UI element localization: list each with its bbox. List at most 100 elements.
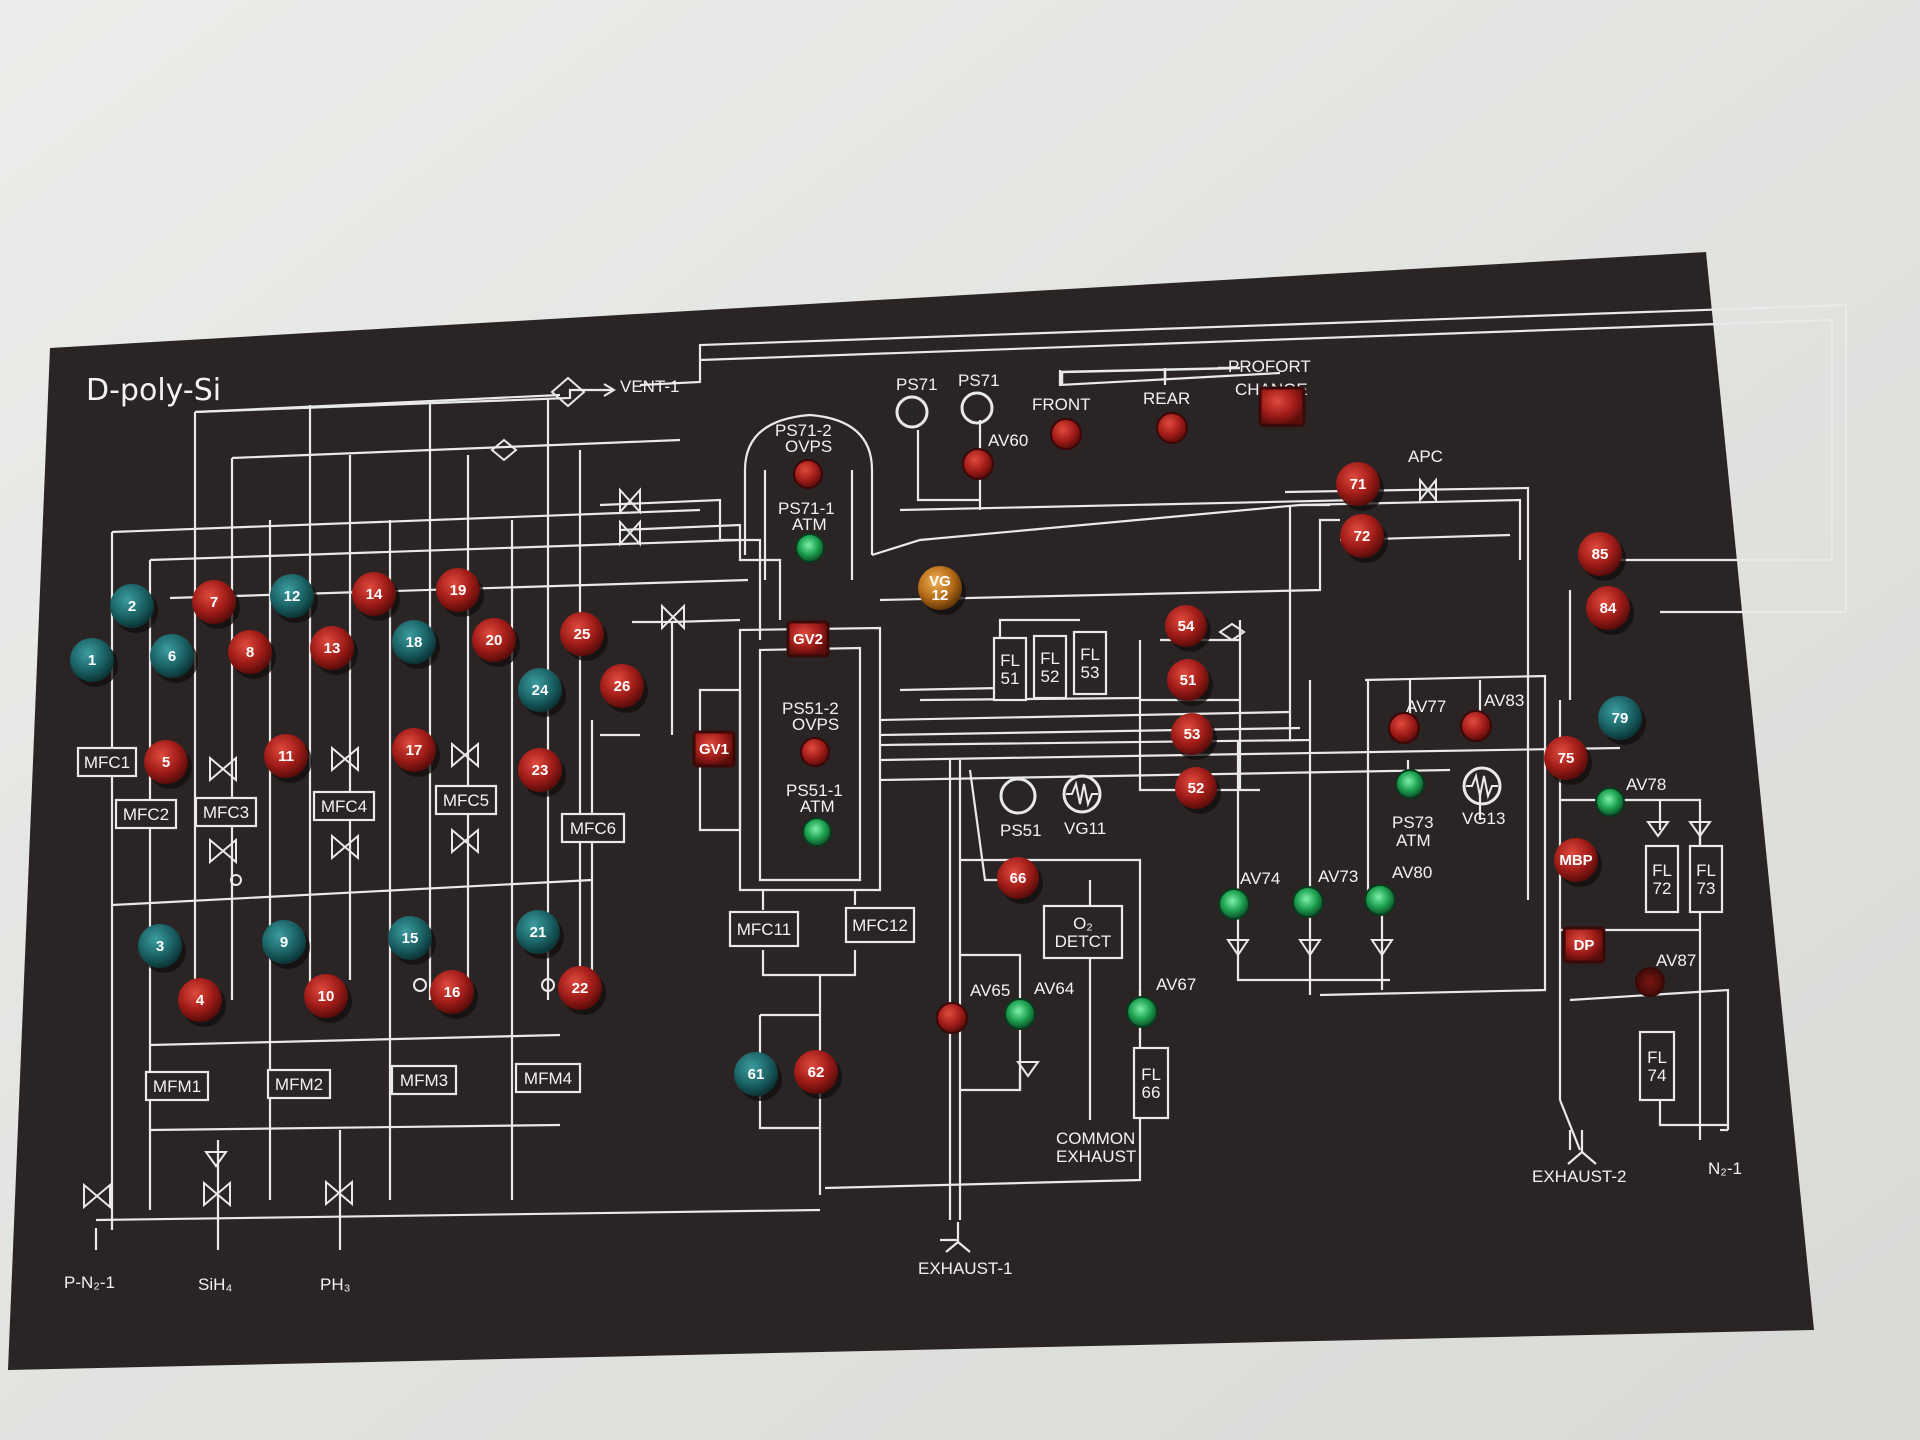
indicator-body[interactable]: [734, 1052, 778, 1096]
indicator-85[interactable]: 85: [1578, 532, 1626, 581]
lamp-av78[interactable]: [1595, 787, 1625, 817]
indicator-body[interactable]: [110, 584, 154, 628]
indicator-body[interactable]: [70, 638, 114, 682]
indicator-79[interactable]: 79: [1598, 696, 1646, 745]
lamp-av87[interactable]: [1635, 967, 1665, 997]
indicator-body[interactable]: [518, 668, 562, 712]
indicator-22[interactable]: 22: [558, 966, 606, 1015]
indicator-body[interactable]: [1598, 696, 1642, 740]
lamp-av74[interactable]: [1218, 888, 1250, 920]
indicator-body[interactable]: [516, 910, 560, 954]
indicator-body[interactable]: [472, 618, 516, 662]
indicator-body[interactable]: [430, 970, 474, 1014]
indicator-body[interactable]: [518, 748, 562, 792]
indicator-11[interactable]: 11: [264, 734, 312, 783]
indicator-71[interactable]: 71: [1336, 462, 1384, 511]
indicator-20[interactable]: 20: [472, 618, 520, 667]
indicator-12[interactable]: 12: [270, 574, 318, 623]
indicator-body[interactable]: [392, 620, 436, 664]
lamp-av73[interactable]: [1292, 886, 1324, 918]
indicator-body[interactable]: [1167, 659, 1209, 701]
indicator-body[interactable]: [918, 566, 962, 610]
indicator-profort[interactable]: [1258, 386, 1306, 427]
indicator-body[interactable]: [1562, 926, 1606, 964]
indicator-body[interactable]: [1258, 386, 1306, 427]
indicator-18[interactable]: 18: [392, 620, 440, 669]
indicator-body[interactable]: [1336, 462, 1380, 506]
lamp-av77[interactable]: [1388, 712, 1420, 744]
indicator-19[interactable]: 19: [436, 568, 484, 617]
indicator-body[interactable]: [1171, 713, 1213, 755]
lamp-ps51-2-ovps[interactable]: [800, 737, 830, 767]
indicator-body[interactable]: [1165, 605, 1207, 647]
indicator-72[interactable]: 72: [1340, 514, 1388, 563]
lamp-ps71-1-atm[interactable]: [795, 533, 825, 563]
indicator-body[interactable]: [192, 580, 236, 624]
indicator-body[interactable]: [794, 1050, 838, 1094]
indicator-14[interactable]: 14: [352, 572, 400, 621]
indicator-body[interactable]: [150, 634, 194, 678]
indicator-2[interactable]: 2: [110, 584, 158, 633]
indicator-body[interactable]: [1578, 532, 1622, 576]
indicator-54[interactable]: 54: [1165, 605, 1211, 652]
indicator-body[interactable]: [436, 568, 480, 612]
indicator-body[interactable]: [304, 974, 348, 1018]
indicator-24[interactable]: 24: [518, 668, 566, 717]
indicator-body[interactable]: [600, 664, 644, 708]
indicator-body[interactable]: [1554, 838, 1598, 882]
indicator-7[interactable]: 7: [192, 580, 240, 629]
indicator-13[interactable]: 13: [310, 626, 358, 675]
indicator-body[interactable]: [1544, 736, 1588, 780]
indicator-61[interactable]: 61: [734, 1052, 782, 1101]
indicator-15[interactable]: 15: [388, 916, 436, 965]
indicator-body[interactable]: [388, 916, 432, 960]
indicator-body[interactable]: [262, 920, 306, 964]
indicator-53[interactable]: 53: [1171, 713, 1217, 760]
lamp-av64[interactable]: [1004, 998, 1036, 1030]
indicator-body[interactable]: [692, 730, 736, 768]
indicator-body[interactable]: [270, 574, 314, 618]
indicator-25[interactable]: 25: [560, 612, 608, 661]
indicator-3[interactable]: 3: [138, 924, 186, 973]
indicator-23[interactable]: 23: [518, 748, 566, 797]
indicator-body[interactable]: [1586, 586, 1630, 630]
indicator-17[interactable]: 17: [392, 728, 440, 777]
lamp-ps71-2-ovps[interactable]: [793, 459, 823, 489]
indicator-body[interactable]: [997, 857, 1039, 899]
indicator-body[interactable]: [144, 740, 188, 784]
indicator-body[interactable]: [392, 728, 436, 772]
indicator-75[interactable]: 75: [1544, 736, 1592, 785]
indicator-body[interactable]: [310, 626, 354, 670]
indicator-52[interactable]: 52: [1175, 767, 1221, 814]
indicator-6[interactable]: 6: [150, 634, 198, 683]
lamp-av80[interactable]: [1364, 884, 1396, 916]
indicator-84[interactable]: 84: [1586, 586, 1634, 635]
indicator-body[interactable]: [264, 734, 308, 778]
indicator-mbp[interactable]: MBP: [1554, 838, 1602, 887]
indicator-dp[interactable]: DP: [1562, 926, 1606, 964]
lamp-ps51-1-atm[interactable]: [802, 817, 832, 847]
indicator-26[interactable]: 26: [600, 664, 648, 713]
indicator-body[interactable]: [558, 966, 602, 1010]
indicator-body[interactable]: [1340, 514, 1384, 558]
indicator-body[interactable]: [178, 978, 222, 1022]
indicator-body[interactable]: [138, 924, 182, 968]
indicator-62[interactable]: 62: [794, 1050, 842, 1099]
indicator-51[interactable]: 51: [1167, 659, 1213, 706]
indicator-gv2[interactable]: GV2: [786, 620, 830, 658]
lamp-av65[interactable]: [936, 1002, 968, 1034]
indicator-1[interactable]: 1: [70, 638, 118, 687]
lamp-av60[interactable]: [962, 448, 994, 480]
indicator-body[interactable]: [786, 620, 830, 658]
lamp-front[interactable]: [1050, 418, 1082, 450]
indicator-5[interactable]: 5: [144, 740, 192, 789]
lamp-ps73-atm[interactable]: [1395, 769, 1425, 799]
lamp-av67[interactable]: [1126, 996, 1158, 1028]
indicator-body[interactable]: [1175, 767, 1217, 809]
indicator-16[interactable]: 16: [430, 970, 478, 1019]
indicator-body[interactable]: [560, 612, 604, 656]
lamp-av83[interactable]: [1460, 710, 1492, 742]
indicator-9[interactable]: 9: [262, 920, 310, 969]
indicator-21[interactable]: 21: [516, 910, 564, 959]
